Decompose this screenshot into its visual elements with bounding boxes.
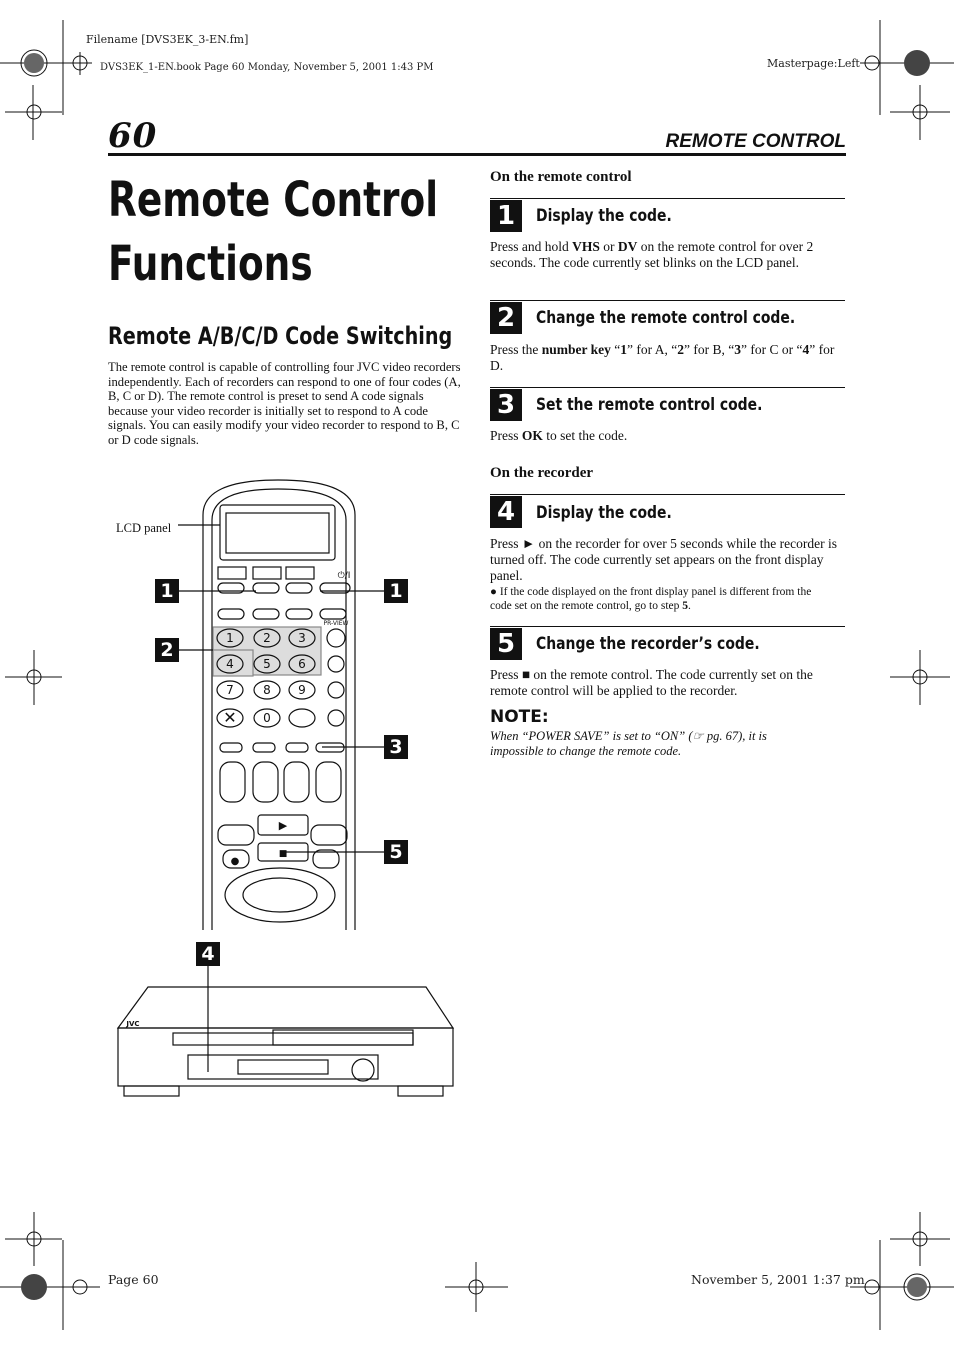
title-line-2: Functions xyxy=(108,236,313,292)
callout-5: 5 xyxy=(384,840,408,864)
masterpage-meta: Masterpage:Left xyxy=(767,57,860,70)
section-header: REMOTE CONTROL xyxy=(665,131,847,152)
key-8: 8 xyxy=(263,683,271,697)
key-7: 7 xyxy=(226,683,234,697)
title-line-1: Remote Control xyxy=(108,172,439,228)
step-2-title: Change the remote control code. xyxy=(536,308,796,328)
step-4-number: 4 xyxy=(490,496,522,528)
preview-label: PR-VIEW xyxy=(324,620,349,627)
footer-page: Page 60 xyxy=(108,1272,159,1287)
key-1: 1 xyxy=(226,631,234,645)
note-heading: NOTE: xyxy=(490,707,549,727)
power-icon: ⏻/I xyxy=(338,570,351,581)
bullet-icon: ● xyxy=(490,586,500,598)
step-4-bullet: ● If the code displayed on the front dis… xyxy=(490,586,812,612)
recorder-section-heading: On the recorder xyxy=(490,465,594,481)
step-4-rule xyxy=(490,494,845,495)
step-5-rule xyxy=(490,626,845,627)
play-icon: ▶ xyxy=(279,819,288,832)
step-5-text: Press ■ on the remote control. The code … xyxy=(490,667,813,698)
key-0: 0 xyxy=(263,711,271,725)
step-2-rule xyxy=(490,300,845,301)
key-6: 6 xyxy=(298,657,306,671)
step-1-number: 1 xyxy=(490,200,522,232)
cancel-icon: ✕ xyxy=(223,708,236,727)
lcd-panel-label: LCD panel xyxy=(116,521,172,535)
key-9: 9 xyxy=(298,683,306,697)
callout-3: 3 xyxy=(384,735,408,759)
step-1-title: Display the code. xyxy=(536,206,672,226)
remote-section-heading: On the remote control xyxy=(490,169,632,185)
callout-2: 2 xyxy=(155,638,179,662)
stop-icon: ■ xyxy=(279,849,288,859)
step-3-number: 3 xyxy=(490,389,522,421)
key-2: 2 xyxy=(263,631,271,645)
page-number: 60 xyxy=(108,116,158,156)
step-1-rule xyxy=(490,198,845,199)
key-3: 3 xyxy=(298,631,306,645)
filename-meta: Filename [DVS3EK_3-EN.fm] xyxy=(86,33,249,46)
step-3-text: Press OK to set the code. xyxy=(490,428,628,443)
callout-4: 4 xyxy=(196,942,220,966)
remote-figure: 1 2 3 4 5 6 7 8 9 0 ✕ ▶ ■ ● ⏻/I PR-VIEW … xyxy=(116,479,455,1097)
step-2-text: Press the number key “1” for A, “2” for … xyxy=(490,342,835,373)
step-1-text: Press and hold VHS or DV on the remote c… xyxy=(490,239,814,270)
step-4-text: Press ► on the recorder for over 5 secon… xyxy=(490,536,837,583)
callout-1-left: 1 xyxy=(155,579,179,603)
key-5: 5 xyxy=(263,657,271,671)
note-text: When “POWER SAVE” is set to “ON” (☞ pg. … xyxy=(490,729,767,758)
intro-paragraph: The remote control is capable of control… xyxy=(108,360,461,447)
step-3-rule xyxy=(490,387,845,388)
book-meta: DVS3EK_1-EN.book Page 60 Monday, Novembe… xyxy=(100,62,434,73)
callout-1-right: 1 xyxy=(384,579,408,603)
step-5-number: 5 xyxy=(490,628,522,660)
page-title: Remote Control Functions xyxy=(108,168,482,296)
step-2-number: 2 xyxy=(490,302,522,334)
step-4-title: Display the code. xyxy=(536,503,672,523)
key-4: 4 xyxy=(226,657,234,671)
footer-date: November 5, 2001 1:37 pm xyxy=(691,1272,865,1287)
step-5-title: Change the recorder’s code. xyxy=(536,634,760,654)
header-rule xyxy=(108,153,846,156)
record-icon: ● xyxy=(231,856,240,867)
jvc-logo: JVC xyxy=(125,1020,139,1028)
section-subtitle: Remote A/B/C/D Code Switching xyxy=(108,322,453,350)
step-3-title: Set the remote control code. xyxy=(536,395,763,415)
